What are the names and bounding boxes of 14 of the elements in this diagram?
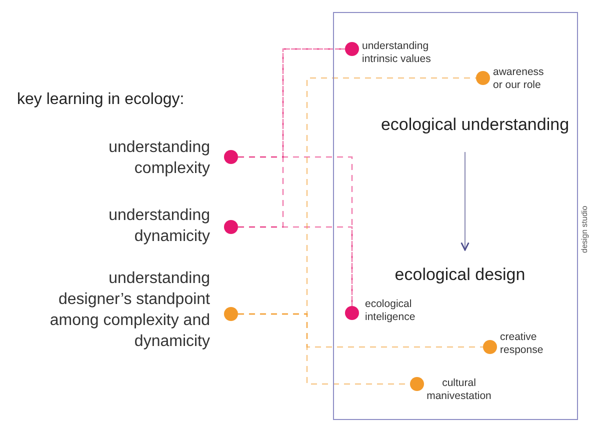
concept-label: understanding intrinsic values: [362, 40, 432, 66]
section-heading: key learning in ecology:: [17, 90, 184, 110]
concept-label: understanding designer’s standpoint among complexity and dynamicity: [48, 269, 210, 352]
concept-label: understanding dynamicity: [108, 206, 210, 247]
concept-label: cultural manivestation: [426, 377, 492, 403]
dashed-connector: [238, 226, 353, 306]
arrow: [460, 152, 470, 251]
stage-label: ecological design: [380, 262, 540, 288]
frame-heading: design studio: [580, 204, 589, 253]
concept-label: creative response: [500, 331, 544, 357]
concept-label: awareness or our role: [493, 66, 545, 92]
concept-label: ecological inteligence: [365, 298, 416, 324]
stage-label: ecological understanding: [375, 112, 575, 138]
concept-label: understanding complexity: [108, 138, 210, 179]
